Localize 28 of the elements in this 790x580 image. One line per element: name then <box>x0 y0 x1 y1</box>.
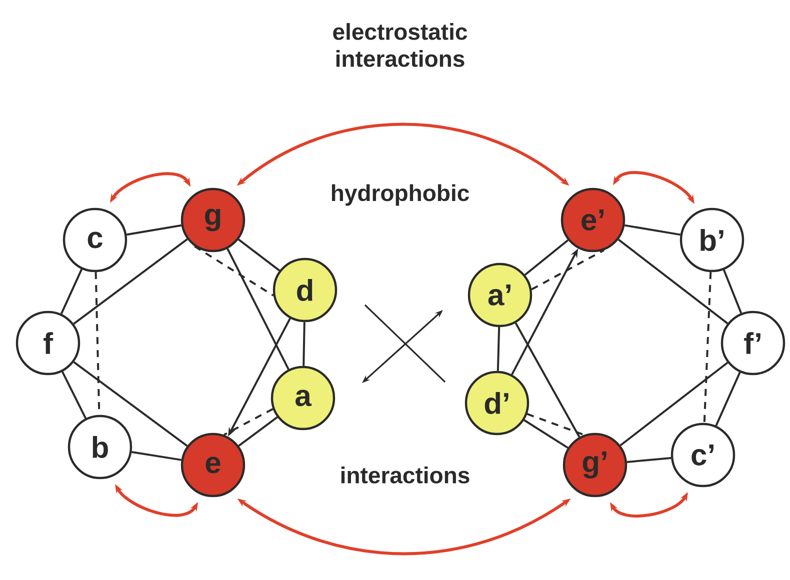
dashed-line <box>194 245 274 296</box>
connecting-line <box>626 456 672 464</box>
connecting-line <box>620 362 728 446</box>
connecting-line <box>715 372 741 426</box>
connecting-line <box>61 371 87 419</box>
connecting-line <box>624 224 680 236</box>
connecting-line <box>60 268 83 314</box>
dashed-line <box>224 408 274 436</box>
connecting-line <box>238 238 280 272</box>
connecting-line <box>132 451 182 461</box>
annotation-text: interactions <box>341 466 470 484</box>
dashed-line <box>531 249 604 290</box>
dashed-line <box>526 413 584 436</box>
annotation-text: electrostatic interactions <box>333 23 468 67</box>
connecting-line <box>496 327 500 371</box>
dashed-line <box>703 272 712 423</box>
connecting-line <box>618 238 728 324</box>
connecting-line <box>226 248 290 370</box>
connecting-line <box>524 239 569 276</box>
connecting-line <box>238 416 278 447</box>
connecting-line <box>73 361 188 447</box>
connecting-line <box>514 322 580 438</box>
connecting-line <box>302 322 306 366</box>
annotation-text: hydrophobic <box>332 184 469 206</box>
connecting-line <box>73 238 188 325</box>
connecting-line <box>126 224 182 236</box>
connecting-line <box>524 419 568 449</box>
connecting-line <box>722 269 742 314</box>
